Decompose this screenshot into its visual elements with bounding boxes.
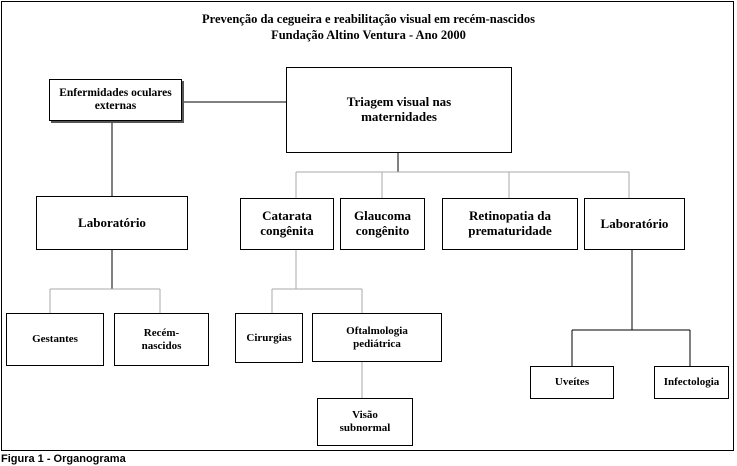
node-laboratorio-left: Laboratório — [36, 196, 188, 250]
node-cirurgias: Cirurgias — [235, 313, 303, 363]
node-enfermidades: Enfermidades oculares externas — [49, 79, 182, 121]
node-retinopatia: Retinopatia da prematuridade — [442, 198, 578, 250]
node-laboratorio-right: Laboratório — [584, 198, 685, 250]
node-triagem: Triagem visual nas maternidades — [286, 67, 512, 153]
node-recem-nascidos: Recém-nascidos — [114, 313, 209, 366]
diagram-title-line1: Prevenção da cegueira e reabilitação vis… — [202, 12, 535, 26]
node-gestantes: Gestantes — [6, 313, 104, 366]
node-glaucoma: Glaucoma congênito — [340, 198, 425, 250]
node-uveites: Uveítes — [530, 366, 614, 399]
node-visao: Visão subnormal — [317, 398, 413, 446]
diagram-title-line2: Fundação Altino Ventura - Ano 2000 — [271, 28, 466, 42]
node-catarata: Catarata congênita — [240, 198, 334, 250]
node-oftalmologia: Oftalmologia pediátrica — [312, 313, 442, 362]
figure-caption: Figura 1 - Organograma — [1, 453, 126, 465]
node-infectologia: Infectologia — [654, 366, 729, 399]
